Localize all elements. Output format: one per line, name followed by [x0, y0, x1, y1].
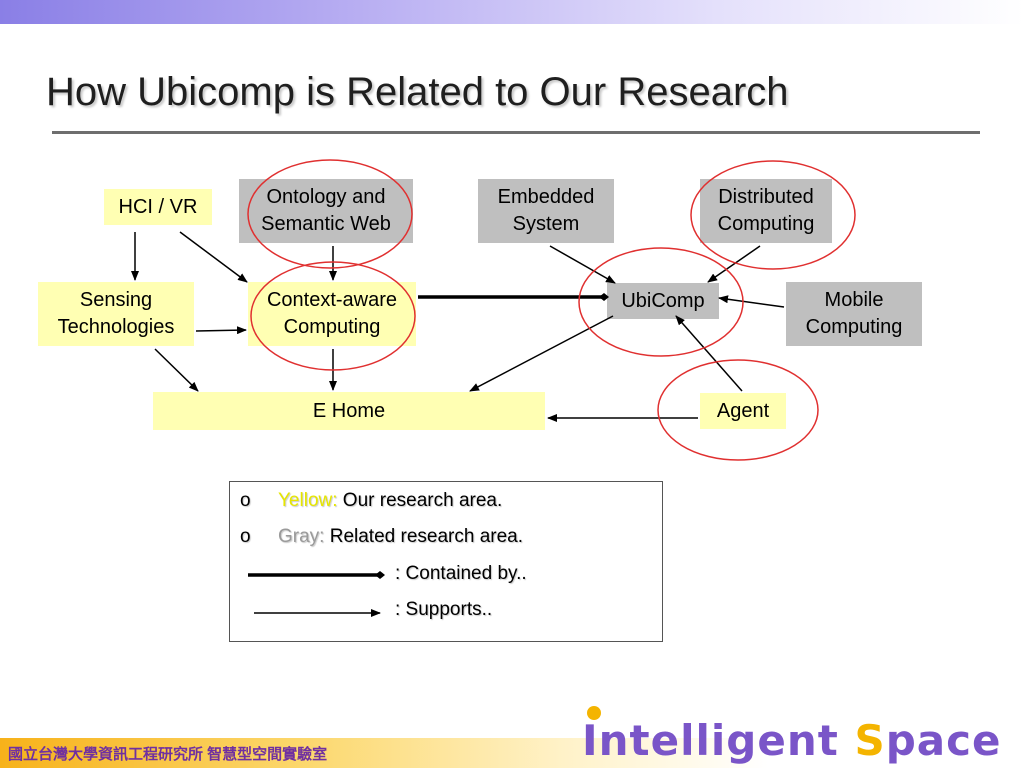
highlight-circle-agent: [657, 359, 819, 461]
node-mobile-computing: Mobile Computing: [786, 282, 922, 346]
node-distributed-computing: Distributed Computing: [700, 179, 832, 243]
arrow-sensing-to-context: [195, 326, 247, 335]
logo-part2: pace: [885, 716, 1002, 765]
legend-row-gray: o Gray: Related research area.: [240, 526, 523, 548]
arrow-distributed-to-ubicomp: [707, 245, 761, 283]
title-underline: [52, 131, 980, 134]
slide-title: How Ubicomp is Related to Our Research: [46, 70, 789, 114]
logo-s: S: [854, 716, 886, 765]
legend-bullet: o: [240, 490, 251, 511]
arrow-mobile-to-ubicomp: [718, 295, 785, 308]
highlight-circle-ubicomp: [578, 247, 744, 357]
node-ontology-semantic-web: Ontology and Semantic Web: [239, 179, 413, 243]
footer-institution: 國立台灣大學資訊工程研究所 智慧型空間實驗室: [8, 746, 328, 763]
node-embedded-system: Embedded System: [478, 179, 614, 243]
footer-band: [0, 738, 1024, 768]
node-e-home: E Home: [153, 392, 545, 430]
arrow-sensing-to-ehome: [154, 348, 199, 392]
legend-row-yellow: o Yellow: Our research area.: [240, 490, 502, 512]
arrow-embedded-to-ubicomp: [549, 245, 616, 284]
legend-yellow-keyword: Yellow:: [278, 490, 338, 511]
node-context-aware-computing: Context-aware Computing: [248, 282, 416, 346]
highlight-circle-distributed: [690, 160, 856, 270]
node-agent: Agent: [700, 393, 786, 429]
intelligent-space-logo: Intelligent Space: [582, 716, 1001, 765]
legend-yellow-description: Our research area.: [337, 490, 503, 511]
legend-bullet: o: [240, 526, 251, 547]
top-gradient-band: [0, 0, 1024, 24]
logo-dot-icon: [587, 706, 601, 720]
legend-supports-label: : Supports..: [395, 599, 493, 620]
node-hci-vr: HCI / VR: [104, 189, 212, 225]
arrow-agent-to-ubicomp: [675, 315, 743, 392]
logo-part1: Intelligent: [582, 716, 855, 765]
legend-line-samples: [248, 571, 385, 617]
highlight-circle-context: [250, 261, 416, 371]
legend-gray-description: Related research area.: [324, 526, 524, 547]
legend-gray-keyword: Gray:: [278, 526, 325, 547]
highlight-circle-ontology: [247, 159, 413, 269]
arrow-hci-to-context: [179, 231, 248, 283]
node-sensing-technologies: Sensing Technologies: [38, 282, 194, 346]
legend-contained-by-label: : Contained by..: [395, 563, 527, 584]
arrow-ubicomp-to-ehome: [469, 315, 614, 392]
node-ubicomp: UbiComp: [607, 283, 719, 319]
